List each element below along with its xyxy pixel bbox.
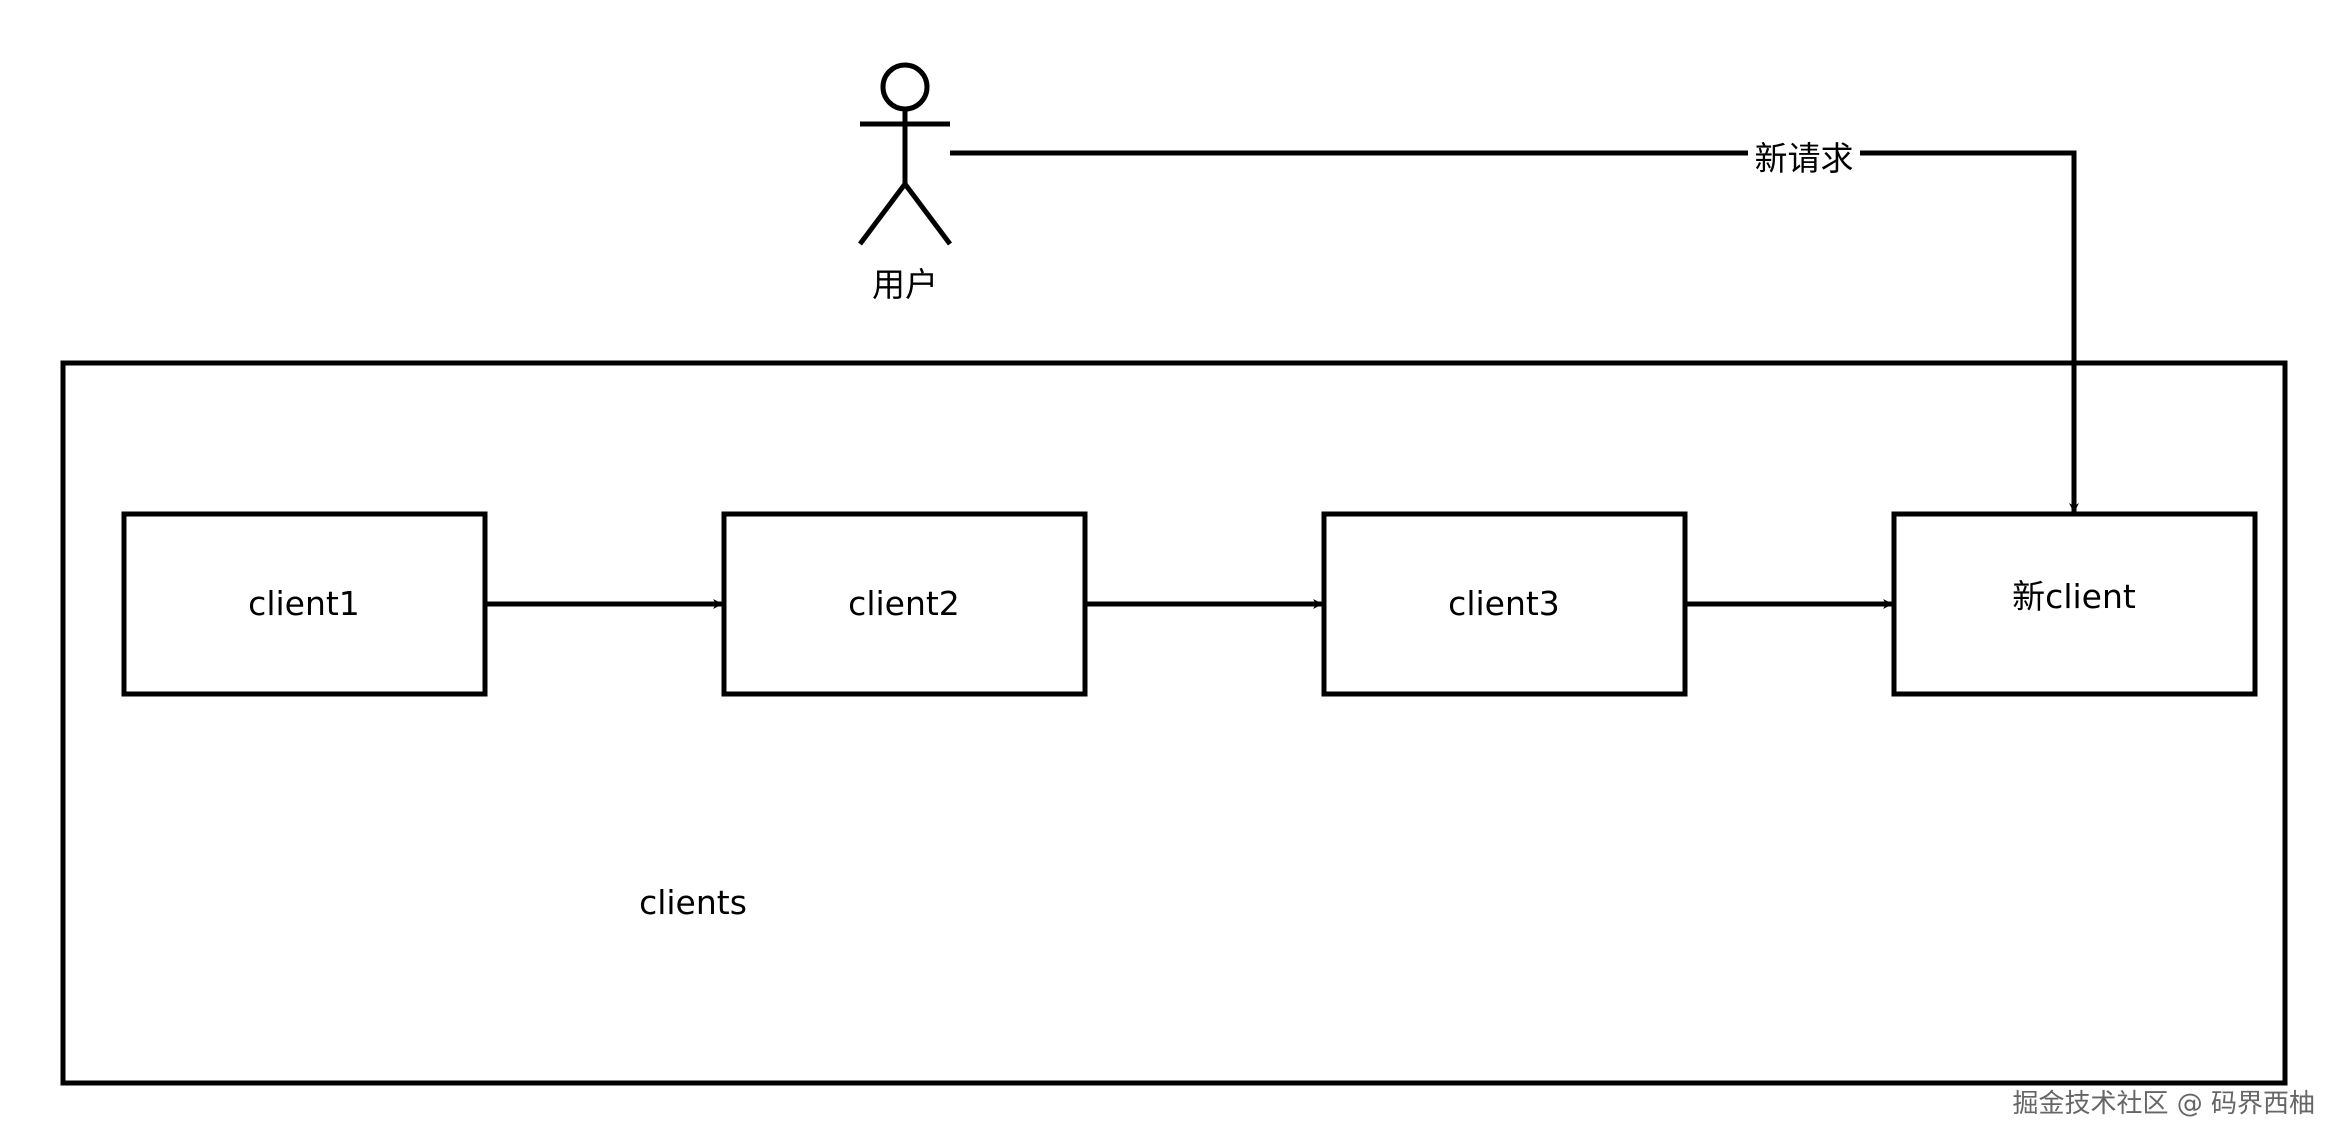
user-actor: 用户 bbox=[858, 62, 952, 304]
node-new-client: 新client bbox=[1891, 511, 2258, 697]
clients-container-label: clients bbox=[639, 883, 747, 922]
node-client2: client2 bbox=[721, 511, 1088, 697]
edge-user-new-client bbox=[950, 150, 2079, 513]
node-client3: client3 bbox=[1321, 511, 1688, 697]
node-new-client-label: 新client bbox=[2012, 577, 2136, 616]
watermark: 掘金技术社区 @ 码界西柚 bbox=[2012, 1089, 2315, 1119]
clients-container bbox=[60, 360, 2288, 1086]
node-client3-box bbox=[1321, 511, 1688, 697]
node-client1-box bbox=[121, 511, 488, 697]
node-client2-label: client2 bbox=[848, 584, 960, 623]
node-client2-box bbox=[721, 511, 1088, 697]
user-actor-label: 用户 bbox=[872, 265, 938, 304]
edge-label-background bbox=[1748, 132, 1860, 174]
node-client1-label: client1 bbox=[248, 584, 360, 623]
node-client3-label: client3 bbox=[1448, 584, 1560, 623]
stick-figure-icon bbox=[858, 62, 952, 246]
edge-user-new-client-label: 新请求 bbox=[1755, 139, 1854, 178]
node-new-client-box bbox=[1891, 511, 2258, 697]
node-client1: client1 bbox=[121, 511, 488, 697]
